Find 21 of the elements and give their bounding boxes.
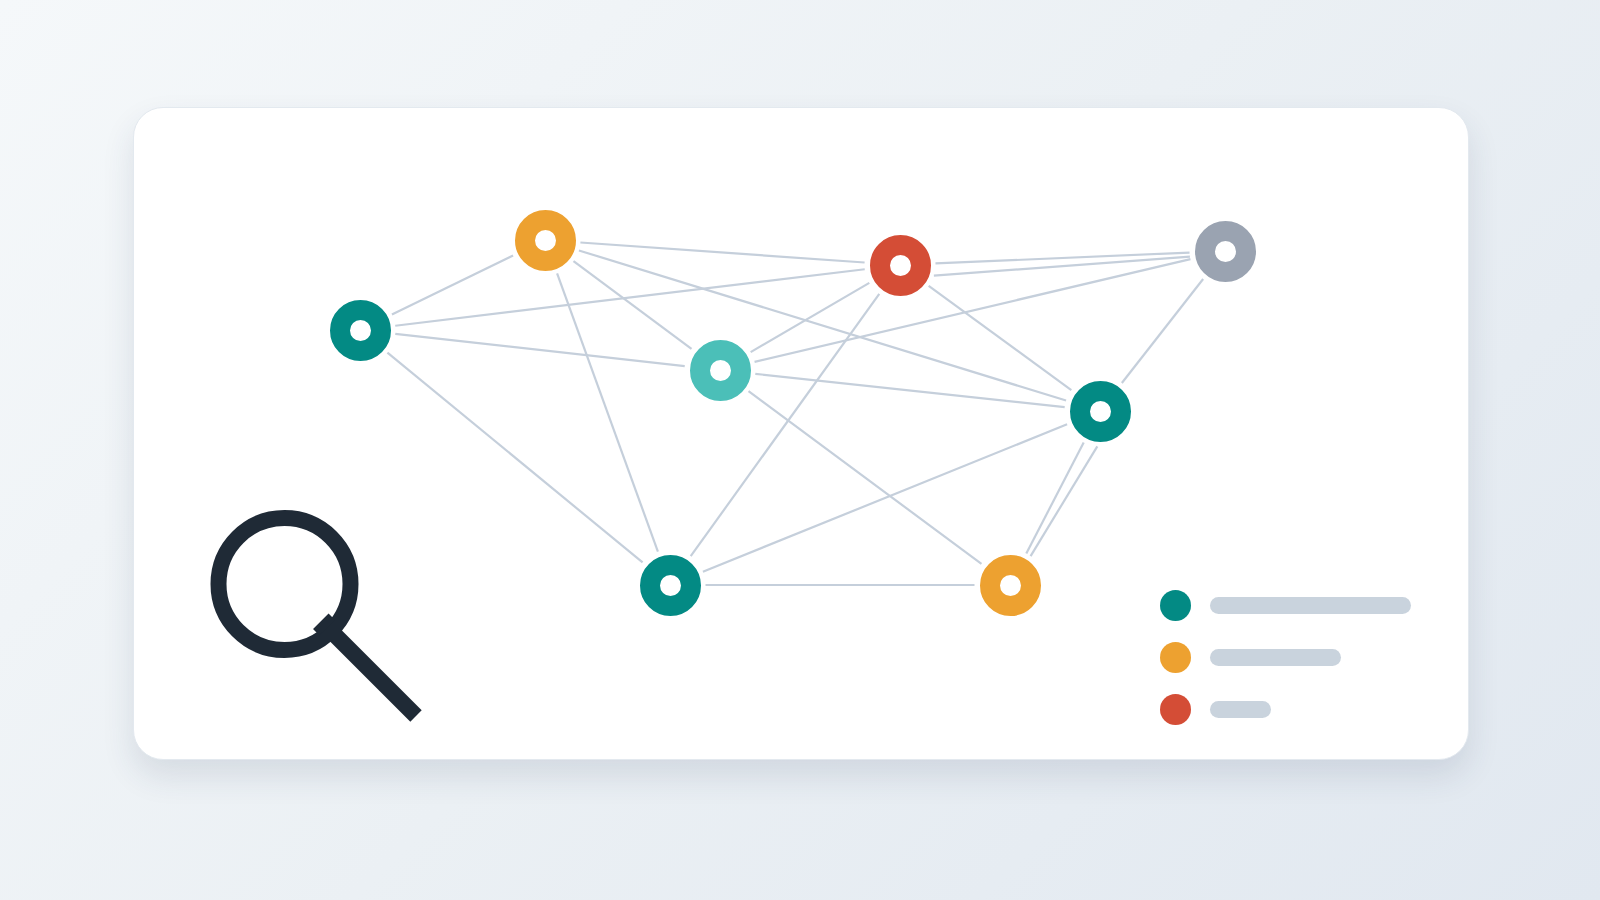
connector-line [572,260,693,350]
connector-line [580,241,865,264]
connector-line [1121,278,1204,384]
connector-line [702,423,1068,573]
connector-line [754,258,1191,363]
connector-line [578,249,1067,402]
connector-line [928,285,1072,391]
connector-line [750,281,870,354]
connector-line [755,372,1065,409]
connector-line [1025,442,1085,554]
connector-line [556,273,659,552]
connector-line [935,251,1190,265]
connector-line [391,254,514,316]
connector-line [386,351,644,564]
connector-line [747,390,983,565]
connector-line [705,583,975,587]
connector-line [1029,445,1099,557]
connector-line [395,268,865,327]
connector-line [689,293,881,557]
connector-line [933,255,1191,277]
connector-line [395,332,685,368]
